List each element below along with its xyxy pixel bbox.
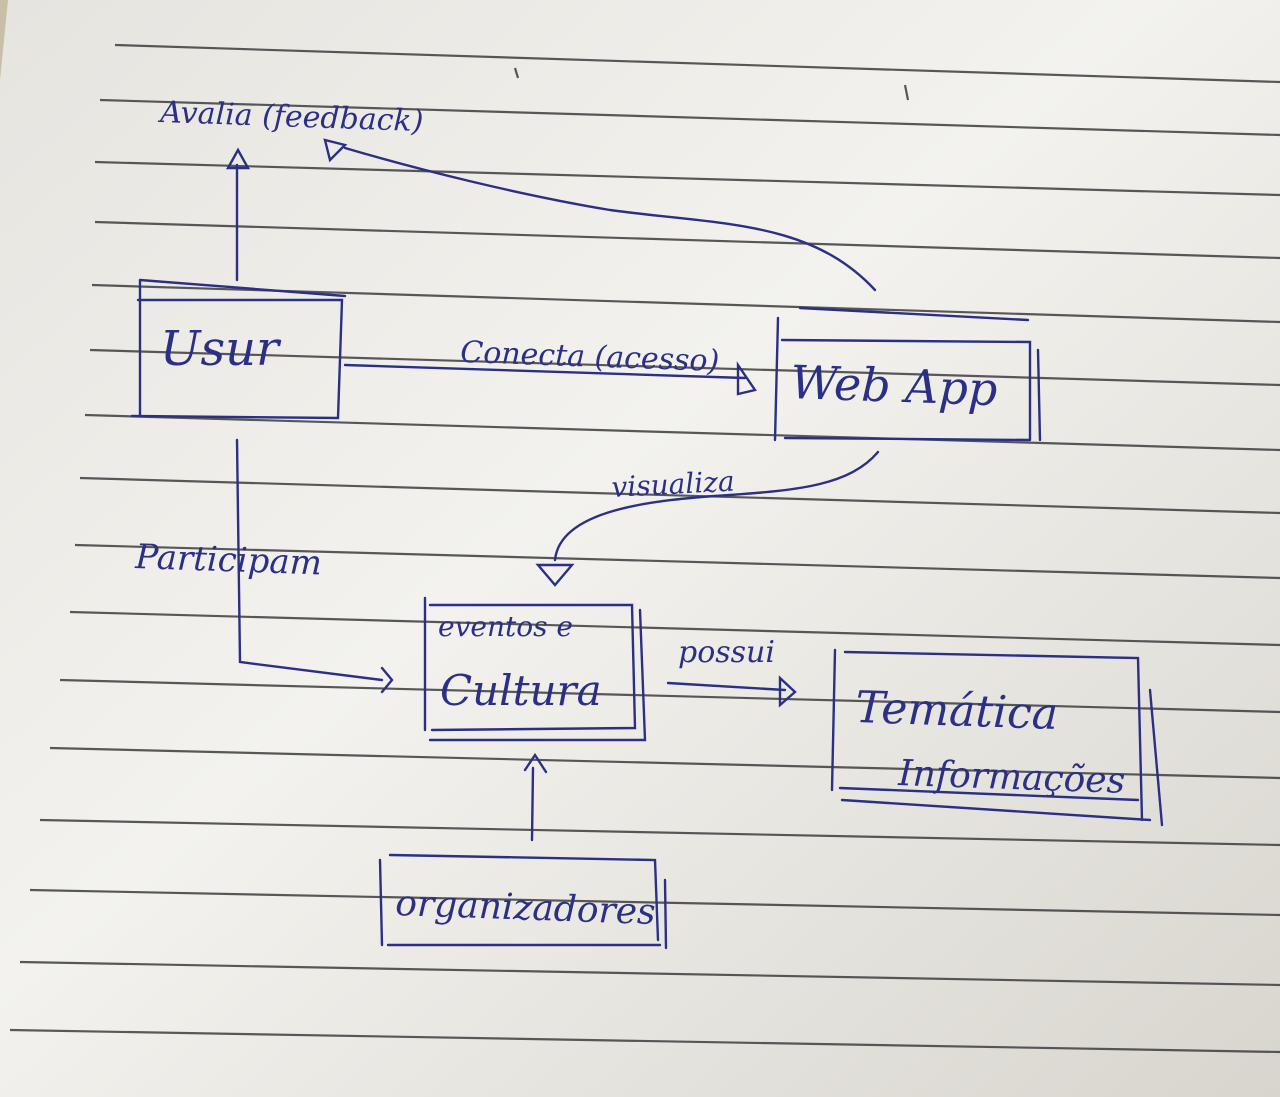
node-eventos-label-line2: Cultura bbox=[440, 666, 602, 715]
node-tematica-label-line2: Informações bbox=[897, 753, 1126, 802]
webapp-box bbox=[773, 306, 1042, 442]
edge-visualiza-label: visualiza bbox=[611, 465, 736, 504]
node-eventos-label-line1: eventos e bbox=[438, 610, 573, 643]
edge-organiza-line bbox=[530, 766, 535, 842]
edge-conecta-head bbox=[736, 361, 757, 396]
edge-possui-label: possui bbox=[678, 635, 775, 670]
tematica-box bbox=[830, 648, 1164, 827]
eventos-box bbox=[423, 596, 647, 742]
edge-feedback-line bbox=[343, 146, 877, 292]
node-organizadores-label: organizadores bbox=[395, 883, 657, 933]
edge-participam-line bbox=[235, 438, 384, 682]
edge-visualiza-head bbox=[535, 563, 575, 587]
edge-participam-head bbox=[380, 666, 394, 694]
edge-visualiza-line bbox=[553, 450, 880, 562]
edge-participam-label: Participam bbox=[134, 537, 323, 584]
edges bbox=[225, 138, 880, 842]
organizadores-box bbox=[378, 853, 668, 950]
user-box bbox=[130, 278, 347, 420]
ruled-lines bbox=[9, 43, 1280, 1054]
node-tematica-label-line1: Temática bbox=[855, 682, 1059, 740]
edge-organiza-head bbox=[523, 752, 548, 774]
edge-avalia-head bbox=[225, 147, 251, 170]
node-webapp-label: Web App bbox=[790, 355, 999, 416]
labels: Avalia (feedback) Usur Conecta (acesso) … bbox=[134, 95, 1126, 933]
node-user-label: Usur bbox=[160, 321, 282, 377]
edge-possui-line bbox=[666, 681, 787, 692]
edge-possui-head bbox=[778, 675, 797, 708]
node-boxes bbox=[130, 278, 1164, 950]
edge-feedback-head bbox=[323, 138, 348, 163]
edge-conecta-line bbox=[343, 363, 747, 380]
